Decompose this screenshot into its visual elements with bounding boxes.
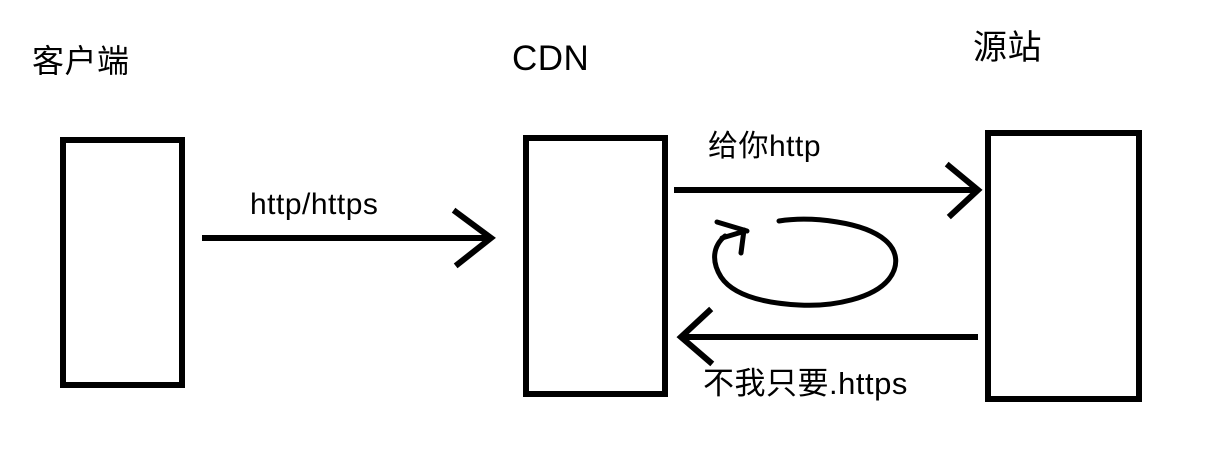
- client-box: [60, 137, 185, 388]
- cdn-label: CDN: [512, 39, 590, 78]
- arrow-origin-to-cdn-label: 不我只要.https: [703, 366, 908, 401]
- origin-label: 源站: [973, 29, 1042, 67]
- origin-box: [985, 130, 1142, 402]
- arrow-client-to-cdn-label: http/https: [250, 188, 379, 221]
- arrow-origin-to-cdn-icon: [676, 306, 978, 367]
- client-label: 客户端: [32, 43, 130, 79]
- arrow-client-to-cdn-icon: [202, 207, 496, 269]
- arrow-cdn-to-origin-label: 给你http: [708, 130, 822, 163]
- loop-scribble-icon: [712, 216, 899, 308]
- arrow-cdn-to-origin-icon: [674, 161, 983, 220]
- cdn-box: [523, 135, 668, 397]
